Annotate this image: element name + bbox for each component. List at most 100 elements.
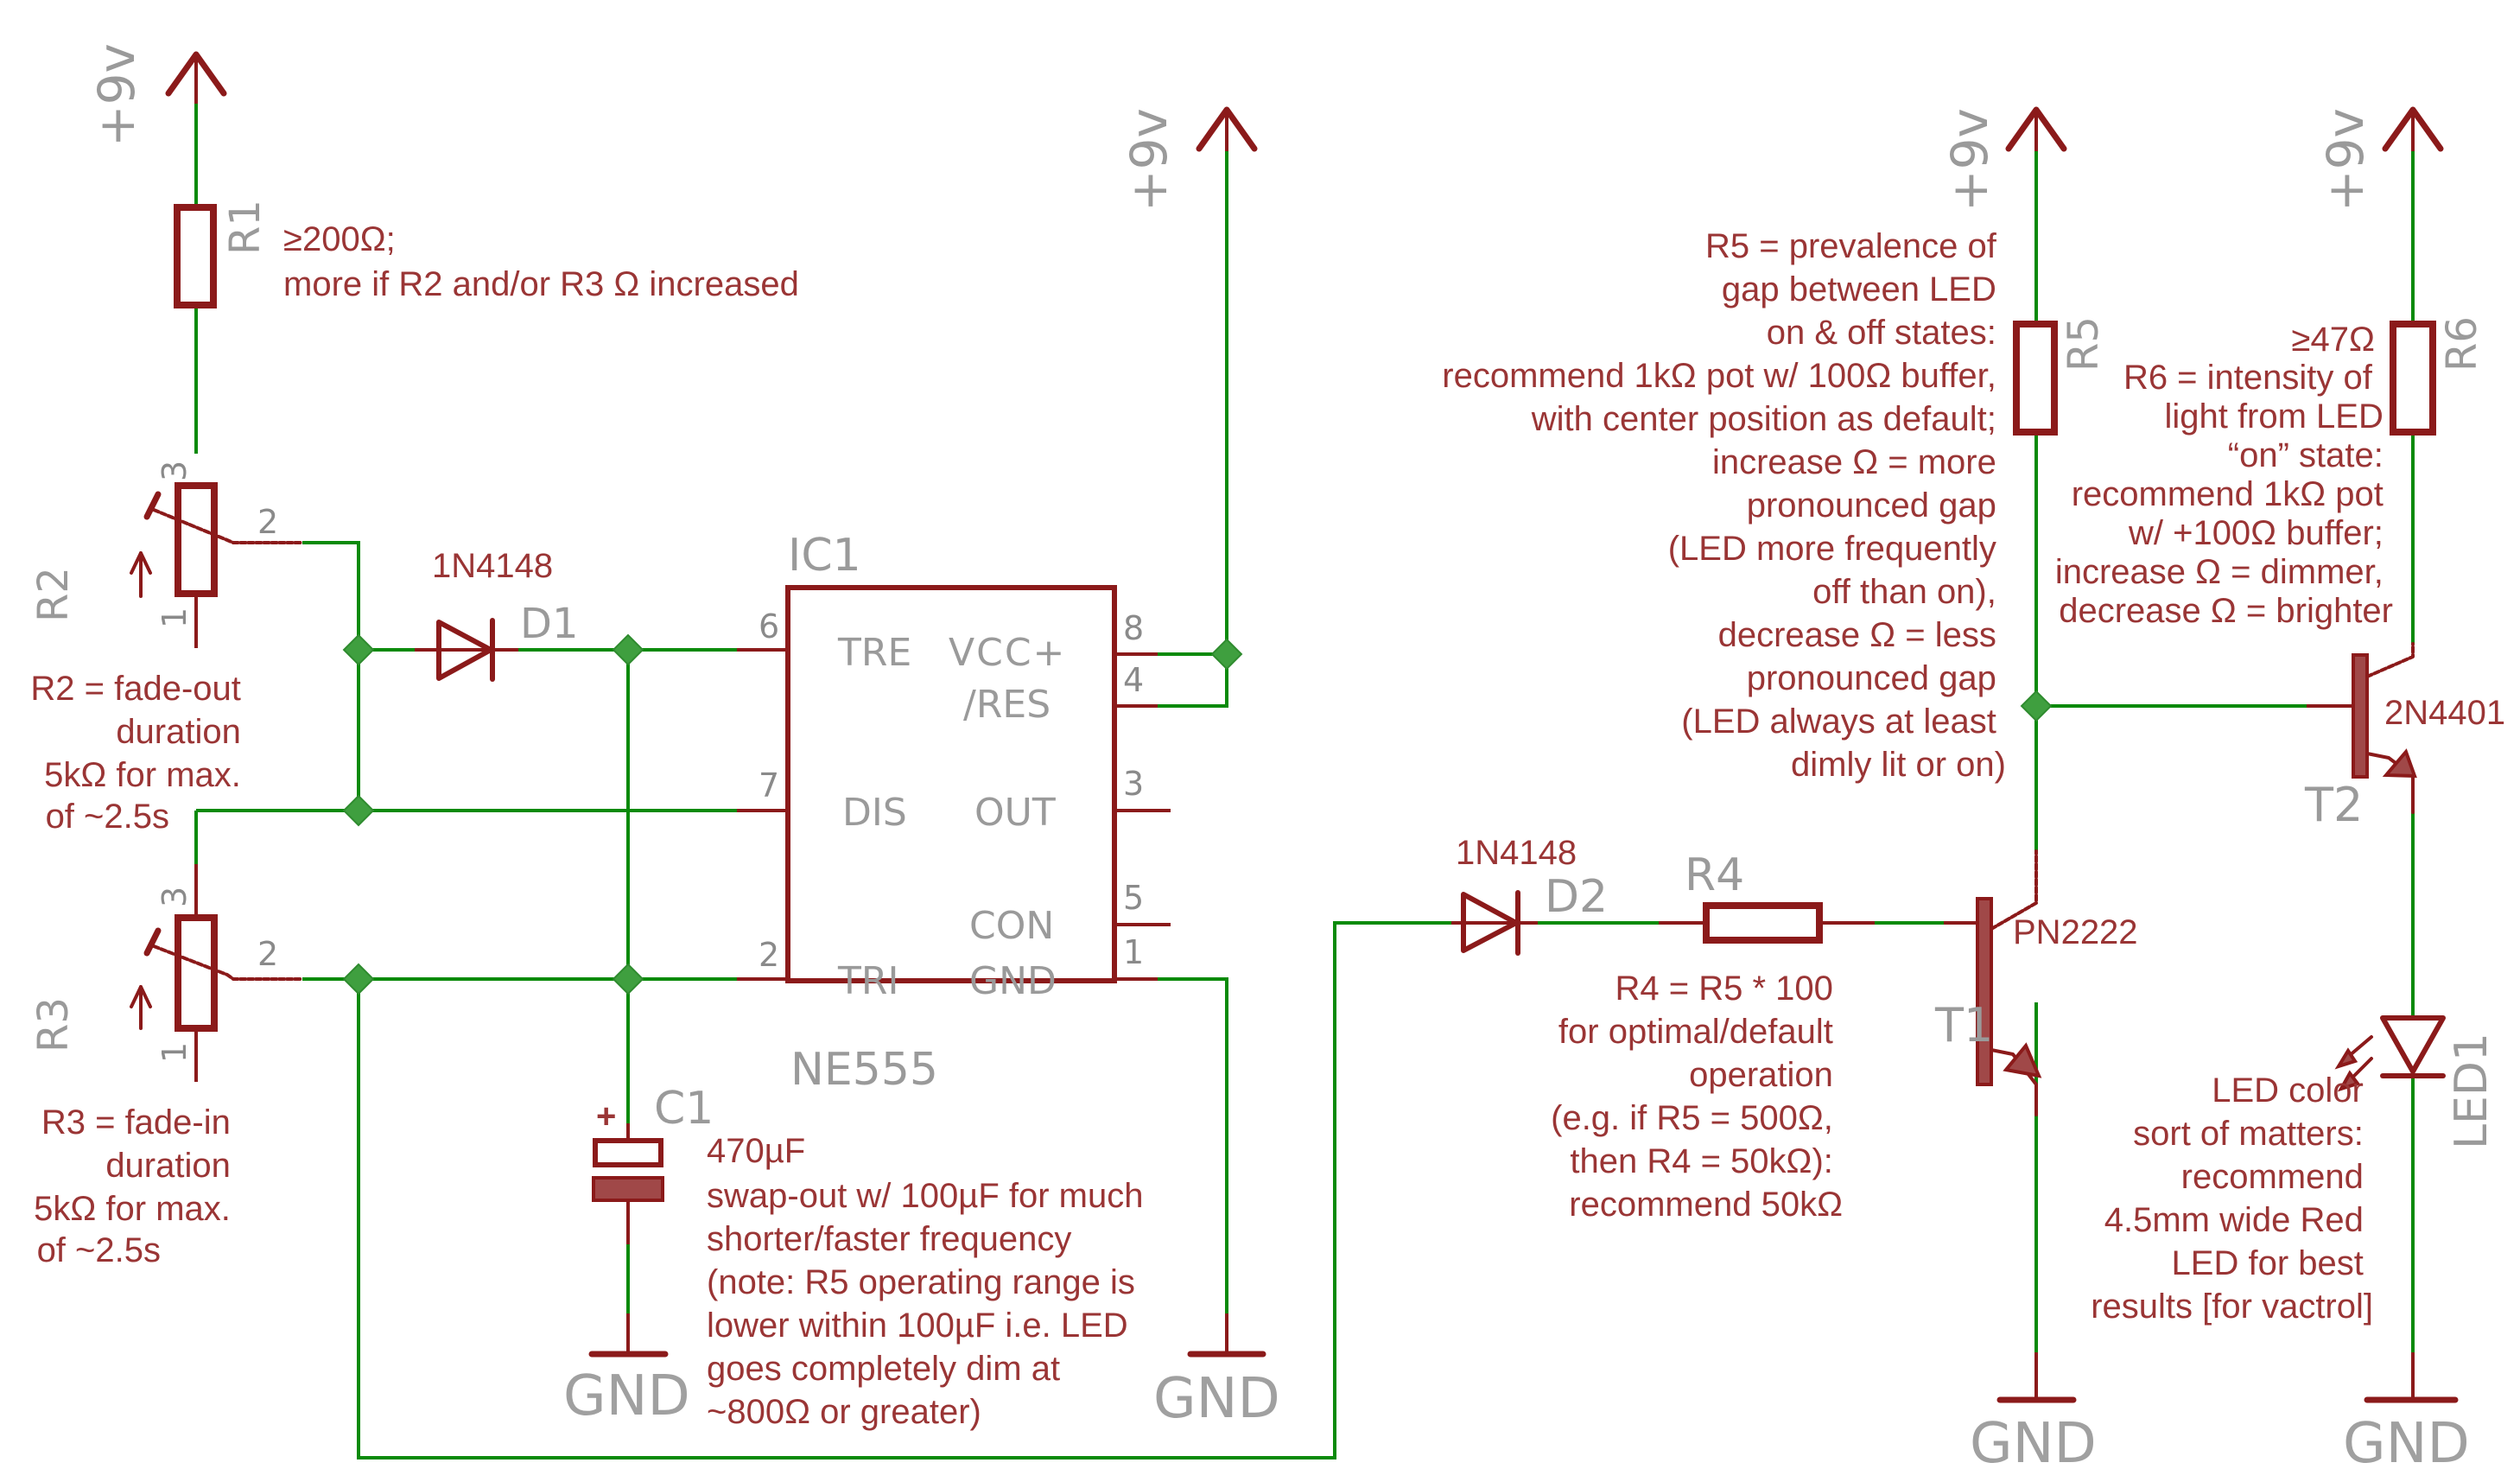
component-label: C1 <box>654 1083 714 1135</box>
r5-note: R5 = prevalence of gap between LED on & … <box>1442 227 2006 784</box>
note-line: pronounced gap <box>1747 659 1996 697</box>
led-triangle-icon <box>2380 1015 2446 1074</box>
note-line: duration <box>105 1147 231 1185</box>
adjust-arrow-head-icon <box>130 985 152 1008</box>
ic-ne555[interactable]: IC1 NE555 6 7 2 TRE DIS TRI 8 4 3 5 1 VC… <box>737 530 1171 1096</box>
vcc-label: +9v <box>1940 108 1999 212</box>
wiper-arrow-icon <box>152 508 304 544</box>
note-line: (note: R5 operating range is <box>707 1263 1135 1301</box>
capacitor-plate-negative <box>592 1176 664 1202</box>
note-line: on & off states: <box>1767 314 1996 352</box>
note-line: decrease Ω = less <box>1718 616 1996 654</box>
pin-label: TRI <box>837 959 898 1003</box>
note-line: increase Ω = dimmer, <box>2055 553 2384 591</box>
emitter-arrow-icon <box>2003 1042 2042 1078</box>
diode-part: 1N4148 <box>432 547 553 585</box>
component-label: R6 <box>2438 316 2486 372</box>
note-line: more if R2 and/or R3 Ω increased <box>283 265 799 303</box>
pin-number: 2 <box>257 503 278 541</box>
r3-note: R3 = fade-in duration 5kΩ for max. of ~2… <box>34 1103 240 1269</box>
diode-triangle-icon <box>436 620 493 681</box>
gnd-ic1: GND <box>1153 1351 1280 1431</box>
note-line: LED for best <box>2172 1244 2364 1282</box>
gnd-label: GND <box>1970 1412 2097 1469</box>
junctions <box>342 633 2053 995</box>
gnd-label: GND <box>1153 1367 1280 1431</box>
wire <box>1158 151 1228 708</box>
note-line: of ~2.5s <box>46 798 169 836</box>
r2-note: R2 = fade-out duration 5kΩ for max. of ~… <box>30 670 251 836</box>
supply-vcc-2: +9v <box>1120 106 1258 212</box>
ic-name: IC1 <box>788 530 861 582</box>
component-label: T2 <box>2304 778 2363 832</box>
transistor-part: 2N4401 <box>2384 694 2505 732</box>
vcc-label: +9v <box>2316 108 2375 212</box>
pin-number: 3 <box>156 461 194 481</box>
potentiometer-r3[interactable]: R3 3 2 1 R3 = fade-in duration 5kΩ for m… <box>29 864 304 1269</box>
transistor-t1[interactable]: PN2222 T1 <box>1934 849 2138 1116</box>
note-line: recommend <box>2181 1158 2364 1196</box>
resistor-r4[interactable]: R4 R4 = R5 * 100 for optimal/default ope… <box>1551 849 1875 1224</box>
gnd-label: GND <box>2343 1412 2470 1469</box>
junction-dot <box>342 794 375 827</box>
note-line: ≥47Ω <box>2292 321 2375 359</box>
pin-number: 1 <box>156 1042 194 1063</box>
vcc-arrow-icon <box>165 51 227 97</box>
resistor-r1[interactable]: R1 ≥200Ω; more if R2 and/or R3 Ω increas… <box>174 200 799 308</box>
note-line: R6 = intensity of <box>2123 359 2373 397</box>
note-line: dimly lit or on) <box>1791 746 2006 784</box>
pin-label: DIS <box>842 791 907 835</box>
note-line: 470µF <box>707 1132 805 1170</box>
pin-number: 2 <box>759 936 779 974</box>
transistor-part: PN2222 <box>2013 913 2138 951</box>
supply-vcc-4: +9v <box>2316 106 2444 212</box>
wire <box>302 541 360 650</box>
adjust-arrow-head-icon <box>130 551 152 575</box>
led-led1[interactable]: LED1 LED color sort of matters: recommen… <box>2091 1015 2498 1326</box>
note-line: swap-out w/ 100µF for much <box>707 1177 1143 1215</box>
note-line: 5kΩ for max. <box>44 756 241 794</box>
polarity-plus: + <box>596 1097 616 1135</box>
pin-label: CON <box>969 904 1054 948</box>
collector-lead <box>1990 849 2038 931</box>
note-line: 4.5mm wide Red <box>2104 1201 2364 1239</box>
supply-vcc-1: +9v <box>87 43 227 147</box>
pin-number: 5 <box>1123 879 1144 917</box>
pin-label: /RES <box>963 683 1051 727</box>
diode-d2[interactable]: 1N4148 D2 <box>1451 834 1608 956</box>
note-line: sort of matters: <box>2133 1115 2364 1153</box>
note-line: R3 = fade-in <box>41 1103 231 1141</box>
pin-label: TRE <box>837 631 911 675</box>
note-line: then R4 = 50kΩ): <box>1570 1142 1833 1180</box>
vcc-arrow-icon <box>2005 106 2067 152</box>
transistor-t2[interactable]: 2N4401 T2 <box>2304 642 2505 832</box>
diode-d1[interactable]: 1N4148 D1 <box>415 547 579 682</box>
ic-body <box>785 585 1117 983</box>
r6-note: ≥47Ω R6 = intensity of light from LED “o… <box>2055 321 2393 630</box>
note-line: goes completely dim at <box>707 1350 1060 1388</box>
component-label: R2 <box>29 567 78 622</box>
vcc-arrow-icon <box>1196 106 1258 152</box>
note-line: ~800Ω or greater) <box>707 1393 981 1431</box>
resistor-r6[interactable]: R6 ≥47Ω R6 = intensity of light from LED… <box>2055 316 2486 630</box>
wiper-tick-icon <box>143 927 162 957</box>
resistor-r5[interactable]: R5 R5 = prevalence of gap between LED on… <box>1442 227 2108 784</box>
note-line: operation <box>1689 1056 1833 1094</box>
note-line: for optimal/default <box>1558 1013 1833 1051</box>
light-ray-head-icon <box>2334 1047 2358 1070</box>
note-line: results [for vactrol] <box>2091 1288 2373 1326</box>
transistor-base-bar <box>1976 897 1993 1086</box>
pin-label: VCC+ <box>949 631 1066 675</box>
note-line: off than on), <box>1812 573 1996 611</box>
wires <box>194 104 2415 1459</box>
note-line: (LED always at least <box>1681 703 1996 741</box>
note-line: R5 = prevalence of <box>1705 227 1997 265</box>
diode-part: 1N4148 <box>1456 834 1577 872</box>
capacitor-c1[interactable]: + C1 470µF swap-out w/ 100µF for much sh… <box>592 1083 1153 1431</box>
gnd-led1: GND <box>2343 1396 2470 1469</box>
pin-number: 7 <box>759 766 779 804</box>
wiper-tick-icon <box>143 491 162 520</box>
potentiometer-r2[interactable]: R2 3 2 1 R2 = fade-out duration 5kΩ for … <box>29 461 304 836</box>
resistor-body <box>175 914 218 1032</box>
pin-number: 3 <box>156 887 194 907</box>
